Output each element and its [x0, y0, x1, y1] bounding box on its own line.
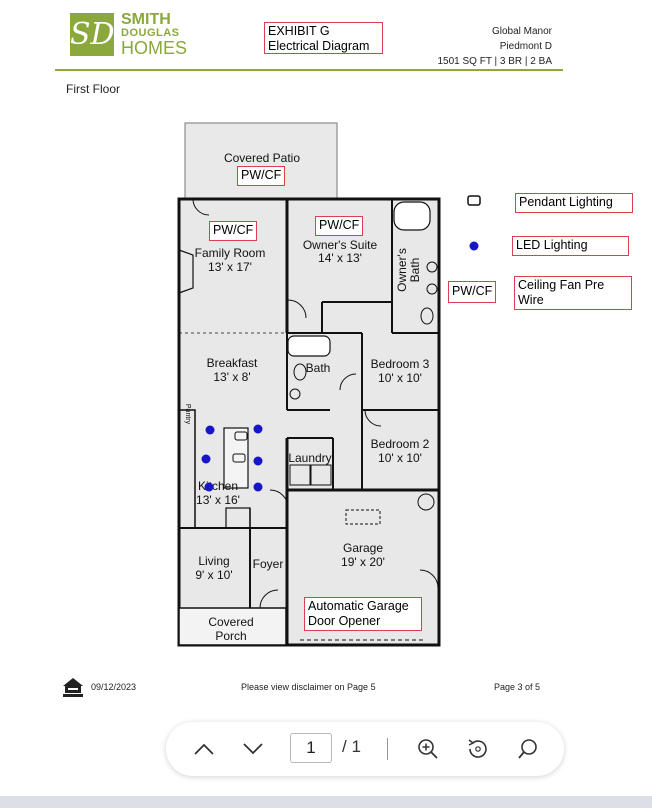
label-bedroom2-size: 10' x 10' — [378, 451, 422, 465]
led-light — [253, 456, 263, 466]
garage-opener-line-2: Door Opener — [308, 614, 381, 628]
label-living: Living — [198, 554, 229, 568]
footer-page: Page 3 of 5 — [494, 682, 541, 692]
previous-page-button[interactable] — [190, 735, 218, 763]
label-kitchen: Kitchen — [198, 479, 238, 493]
floor-label: First Floor — [66, 82, 120, 96]
label-owners-suite: Owner's Suite — [303, 238, 378, 252]
legend-pwcf-box: PW/CF — [448, 281, 496, 303]
toolbar-divider — [387, 738, 388, 760]
label-laundry: Laundry — [288, 451, 331, 465]
legend-led-box: LED Lighting — [512, 236, 629, 256]
next-page-button[interactable] — [239, 735, 267, 763]
plan-subtitle: Piedmont D — [499, 41, 552, 52]
rotate-icon — [468, 739, 487, 758]
label-living-size: 9' x 10' — [195, 568, 232, 582]
label-bedroom3: Bedroom 3 — [371, 357, 430, 371]
label-breakfast: Breakfast — [207, 356, 258, 370]
pendant-light — [232, 453, 246, 463]
legend-pendant-box: Pendant Lighting — [515, 193, 633, 213]
brand-logo-mark: SD — [70, 13, 115, 56]
garage-opener-line-1: Automatic Garage — [308, 599, 409, 613]
zoom-in-button[interactable] — [414, 735, 442, 763]
legend-ceiling-fan-line-2: Wire — [518, 293, 544, 307]
plan-specs: 1501 SQ FT | 3 BR | 2 BA — [437, 56, 552, 67]
label-breakfast-size: 13' x 8' — [213, 370, 250, 384]
search-button[interactable] — [514, 735, 542, 763]
label-bath: Bath — [306, 361, 331, 375]
led-light — [204, 482, 214, 492]
pdf-viewer-toolbar: / 1 — [166, 722, 564, 776]
footer-disclaimer: Please view disclaimer on Page 5 — [241, 682, 376, 692]
label-owners-suite-size: 14' x 13' — [318, 251, 362, 265]
pwcf-patio-box: PW/CF — [237, 166, 285, 186]
label-covered-porch-1: Covered — [208, 615, 253, 629]
label-pantry: Pantry — [184, 404, 191, 425]
label-family-room-size: 13' x 17' — [208, 260, 252, 274]
garage-opener-box: Automatic Garage Door Opener — [304, 597, 422, 631]
label-garage-size: 19' x 20' — [341, 555, 385, 569]
label-owners-bath-1: Owner's — [395, 248, 409, 292]
label-bedroom3-size: 10' x 10' — [378, 371, 422, 385]
equal-housing-icon — [63, 678, 83, 697]
window-bottom-strip — [0, 796, 652, 808]
label-garage: Garage — [343, 541, 383, 555]
brand-line-1: SMITH — [121, 11, 171, 28]
page-number-input[interactable] — [290, 733, 332, 763]
legend-ceiling-fan-box: Ceiling Fan Pre Wire — [514, 276, 632, 310]
label-covered-patio: Covered Patio — [224, 151, 300, 165]
brand-line-2: DOUGLAS — [121, 27, 180, 39]
brand-logo-text: SMITH DOUGLAS HOMES — [121, 11, 188, 58]
legend-led: LED Lighting — [516, 238, 588, 252]
legend-ceiling-fan-line-1: Ceiling Fan Pre — [518, 278, 605, 292]
zoom-in-icon — [418, 739, 438, 759]
legend-led-symbol — [469, 241, 479, 251]
pwcf-owners: PW/CF — [319, 218, 360, 232]
label-owners-bath-2: Bath — [408, 258, 422, 283]
plan-info: Global Manor Piedmont D 1501 SQ FT | 3 B… — [437, 24, 552, 69]
rotate-button[interactable] — [464, 735, 492, 763]
chevron-down-icon — [243, 743, 263, 755]
pwcf-patio: PW/CF — [241, 168, 282, 182]
label-foyer: Foyer — [253, 557, 284, 571]
legend-pwcf: PW/CF — [452, 284, 493, 298]
page-total: / 1 — [342, 737, 361, 756]
exhibit-title-box: EXHIBIT G Electrical Diagram — [264, 22, 383, 54]
pwcf-owners-box: PW/CF — [315, 216, 363, 236]
plan-name: Global Manor — [491, 26, 552, 37]
footer-date: 09/12/2023 — [91, 682, 137, 692]
pwcf-family-box: PW/CF — [209, 221, 257, 241]
legend-pendant-symbol — [467, 195, 481, 206]
exhibit-subtitle: Electrical Diagram — [268, 39, 370, 53]
led-light — [201, 454, 211, 464]
label-bedroom2: Bedroom 2 — [371, 437, 430, 451]
label-family-room: Family Room — [195, 246, 266, 260]
brand-line-3: HOMES — [121, 38, 188, 58]
covered-porch-area — [178, 607, 287, 646]
header-divider — [55, 69, 563, 71]
led-light — [253, 482, 263, 492]
label-kitchen-size: 13' x 16' — [196, 493, 240, 507]
pwcf-family: PW/CF — [213, 223, 254, 237]
chevron-up-icon — [194, 743, 214, 755]
label-covered-porch-2: Porch — [215, 629, 246, 643]
pendant-light — [234, 431, 248, 441]
led-light — [205, 425, 215, 435]
legend-pendant: Pendant Lighting — [519, 195, 613, 209]
search-icon — [518, 739, 537, 759]
exhibit-title: EXHIBIT G — [268, 24, 330, 38]
led-light — [253, 424, 263, 434]
